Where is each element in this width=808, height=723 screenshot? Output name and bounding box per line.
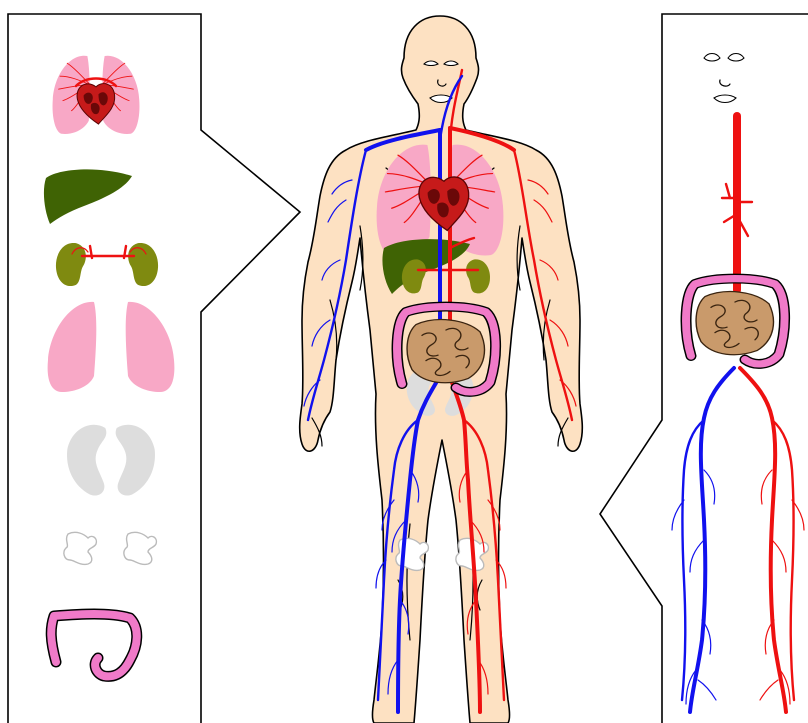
large-intestine-icon bbox=[51, 614, 137, 676]
face-icon bbox=[704, 54, 744, 103]
right-panel bbox=[600, 14, 808, 723]
lungs-heart-icon bbox=[53, 56, 140, 134]
knee-bones-icon bbox=[64, 532, 156, 564]
human-body-figure bbox=[300, 16, 583, 723]
leg-vessels-icon bbox=[672, 368, 804, 712]
aorta-icon bbox=[722, 116, 752, 290]
liver-icon bbox=[44, 169, 132, 224]
kidneys-icon bbox=[56, 243, 158, 286]
left-panel bbox=[8, 14, 300, 723]
pelvis-bones-icon bbox=[67, 425, 155, 496]
lungs-icon bbox=[48, 302, 175, 392]
intestines-icon bbox=[686, 279, 785, 364]
